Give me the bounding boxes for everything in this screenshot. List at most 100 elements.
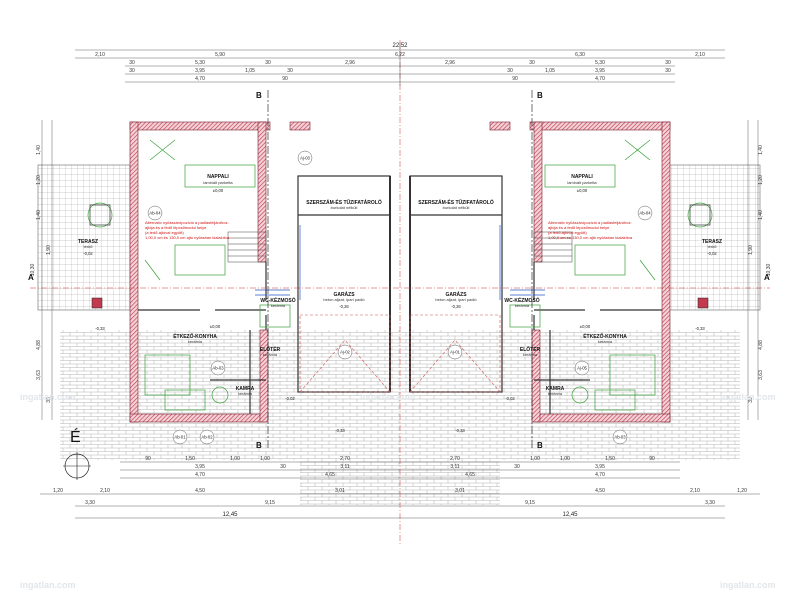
dim-bot-r1-2: 1,50 <box>185 456 195 462</box>
bottom-dims: 90 1,50 1,00 1,00 2,70 2,70 1,00 1,00 1,… <box>53 456 747 518</box>
dim-overall-width: 22,52 <box>392 43 408 49</box>
walls-left-unit <box>129 121 311 423</box>
dim-bot-r4-1: 1,20 <box>53 488 63 494</box>
watermark-center: ingatlan.com <box>360 392 416 402</box>
dim-bot-r1-9: 1,50 <box>605 456 615 462</box>
dim-top-r4-1: 4,70 <box>195 76 205 82</box>
room-living-right-floor: laminált parketta <box>567 180 597 185</box>
dim-left-4: 4,88 <box>36 340 42 350</box>
room-garage-right-floor: beton aljzat, ipari padló <box>435 297 477 302</box>
room-storage-left-floor: burkolat nélküli <box>331 205 358 210</box>
dim-bot-r2-2: 30 <box>280 464 286 470</box>
tag-8: Aj-05 <box>577 366 587 371</box>
dim-top-r3-8: 30 <box>665 68 671 74</box>
dim-bot-r1-3: 1,00 <box>230 456 240 462</box>
dim-left-7: 1,90 <box>46 245 52 255</box>
dim-top-r1-3: 6,22 <box>395 52 405 58</box>
dim-bot-r2-5: 30 <box>514 464 520 470</box>
note-left-line-2: ajtója és a fedő lépcsőmodul helye <box>145 225 207 230</box>
level-garage-left: -0,26 <box>339 304 349 309</box>
dim-bot-r3-4: 4,70 <box>595 472 605 478</box>
level-garage-right: -0,26 <box>451 304 461 309</box>
level-entry-right: -0,02 <box>505 396 515 401</box>
dim-bot-r5-2: 9,15 <box>265 500 275 506</box>
room-labels-left: NAPPALI laminált parketta ±0,00 TERASZ t… <box>78 174 382 433</box>
room-pantry-right: KAMRA <box>546 386 565 392</box>
room-dining-left: ÉTKEZŐ-KONYHA <box>173 332 217 340</box>
room-dining-left-floor: kerámia <box>188 339 203 344</box>
dim-left-unit-width: 12,45 <box>222 512 238 518</box>
dim-top-r1-4: 6,30 <box>575 52 585 58</box>
section-lines <box>267 90 533 450</box>
dim-right-5: 3,63 <box>758 370 764 380</box>
dim-right-2: 1,20 <box>758 175 764 185</box>
dim-bot-r5-4: 3,30 <box>705 500 715 506</box>
tag-2: Aj-03 <box>300 156 310 161</box>
room-wc-left-floor: kerámia <box>271 303 286 308</box>
level-paving-right: -0,33 <box>455 428 465 433</box>
chimney-right <box>697 297 709 309</box>
tag-10: Ab-04 <box>639 211 651 216</box>
watermark-right: ingatlan.com <box>720 392 776 402</box>
dim-bot-r5-1: 3,30 <box>85 500 95 506</box>
room-dining-right: ÉTKEZŐ-KONYHA <box>583 332 627 340</box>
north-arrow: É <box>63 427 91 480</box>
dim-bot-r2-6: 3,95 <box>595 464 605 470</box>
level-living-left: ±0,00 <box>213 188 224 193</box>
note-right: Alternatív nyílászárópozíció a padlásfel… <box>548 220 633 240</box>
dim-bot-r1-6: 2,70 <box>450 456 460 462</box>
dim-top-r2-1: 30 <box>129 60 135 66</box>
dim-top-r4-2: 90 <box>282 76 288 82</box>
dim-bot-r4-3: 4,50 <box>195 488 205 494</box>
level-outside-left: -0,33 <box>95 326 105 331</box>
dim-top-r2-3: 30 <box>265 60 271 66</box>
tag-9: Ab-03 <box>614 435 626 440</box>
dim-right-1: 1,40 <box>758 145 764 155</box>
note-right-line-4: 1,00,0 cm és 130,0 cm ajtó nyílásban kia… <box>548 235 633 240</box>
room-labels-right: NAPPALI laminált parketta ±0,00 TERASZ t… <box>418 174 722 433</box>
level-living-right: ±0,00 <box>577 188 588 193</box>
room-storage-right: SZERSZÁM-ÉS TŰZIFATÁROLÓ <box>418 198 494 206</box>
watermark-bottom-right: ingatlan.com <box>720 580 776 590</box>
north-label: É <box>70 427 81 446</box>
dim-bot-r2-1: 3,95 <box>195 464 205 470</box>
room-garage-left-floor: beton aljzat, ipari padló <box>323 297 365 302</box>
room-garage-right: GARÁZS <box>445 291 467 298</box>
dim-bot-r1-8: 1,00 <box>560 456 570 462</box>
side-dims-left: 1,40 1,20 1,40 4,88 3,63 30 1,90 10,30 <box>30 145 52 403</box>
dim-top-r3-1: 30 <box>129 68 135 74</box>
dim-bot-r4-6: 4,50 <box>595 488 605 494</box>
dim-right-unit-width: 12,45 <box>562 512 578 518</box>
dim-bot-r1-7: 1,00 <box>530 456 540 462</box>
terrace-left <box>37 164 131 311</box>
dim-top-r1-5: 2,10 <box>695 52 705 58</box>
dim-bot-r2-3: 3,11 <box>340 464 350 470</box>
room-pantry-right-floor: kerámia <box>548 391 563 396</box>
dim-top-r4-3: 90 <box>512 76 518 82</box>
tag-6: Aj-02 <box>340 350 350 355</box>
dim-top-r3-2: 3,95 <box>195 68 205 74</box>
dim-left-1: 1,40 <box>36 145 42 155</box>
room-wc-right-floor: kerámia <box>515 303 530 308</box>
level-terrace-left: -0,02 <box>83 251 93 256</box>
room-terrace-left: TERASZ <box>78 239 98 245</box>
section-marker-top-right: B <box>537 91 543 100</box>
room-terrace-right-floor: térkő <box>708 244 718 249</box>
window-tags <box>147 150 653 445</box>
axis-lines <box>30 40 770 545</box>
dim-top-r2-8: 30 <box>665 60 671 66</box>
room-terrace-right: TERASZ <box>702 239 722 245</box>
section-marker-bottom-right: B <box>537 441 543 450</box>
room-living-left-floor: laminált parketta <box>203 180 233 185</box>
dim-left-3: 1,40 <box>36 210 42 220</box>
note-right-line-3: (a fedő-ajtóval együtt) <box>548 230 587 235</box>
dim-top-r4-4: 4,70 <box>595 76 605 82</box>
room-hall-left: ELŐTÉR <box>260 345 281 353</box>
blue-markers <box>255 225 545 300</box>
dim-bot-r4-7: 2,10 <box>690 488 700 494</box>
tag-5: Ab-03 <box>212 366 224 371</box>
walls-right-unit <box>489 121 671 423</box>
watermark-bottom-left: ingatlan.com <box>20 580 76 590</box>
